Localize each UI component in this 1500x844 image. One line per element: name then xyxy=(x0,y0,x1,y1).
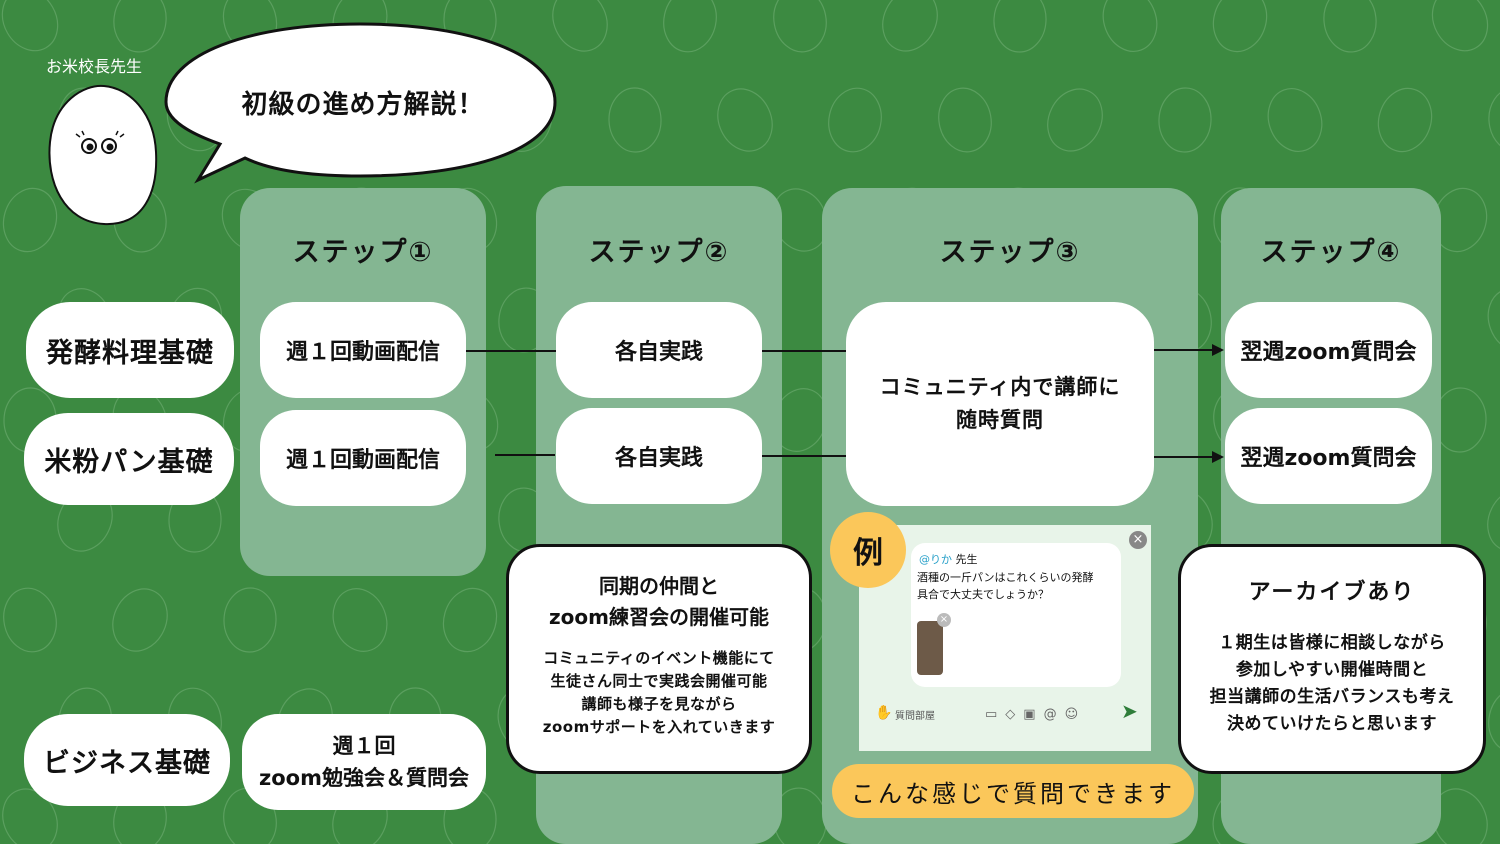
step4-note-body4: 決めていけたらと思います xyxy=(1227,714,1437,734)
mention-tag[interactable]: @りか xyxy=(919,553,952,566)
rice-outline-1 xyxy=(113,0,167,53)
connector-row1-a xyxy=(466,350,556,352)
example-caption: こんな感じで質問できます xyxy=(832,764,1194,818)
rice-outline-21 xyxy=(828,87,882,153)
send-icon[interactable]: ➤ xyxy=(1121,699,1138,723)
rice-outline-10 xyxy=(1102,0,1158,52)
close-icon[interactable]: × xyxy=(1129,531,1147,549)
rice-outline-13 xyxy=(1431,0,1489,52)
business-step1-zoom: 週１回 zoom勉強会＆質問会 xyxy=(242,714,486,810)
emoji-icon[interactable]: ☺ xyxy=(1064,707,1079,722)
rice-outline-85 xyxy=(112,588,168,652)
row1-step2-practice: 各自実践 xyxy=(556,302,762,398)
step4-note: アーカイブあり １期生は皆様に相談しながら 参加しやすい開催時間と 担当講師の生… xyxy=(1178,544,1486,774)
category-business: ビジネス基礎 xyxy=(24,714,230,806)
remove-photo-icon[interactable]: × xyxy=(937,613,951,627)
rice-outline-0 xyxy=(1,0,59,52)
business-line2: zoom勉強会＆質問会 xyxy=(259,766,469,790)
step2-note-title1: 同期の仲間と xyxy=(599,574,719,598)
rice-outline-27 xyxy=(1488,87,1500,153)
step4-title: ステップ④ xyxy=(1260,237,1402,268)
rice-outline-24 xyxy=(1158,87,1212,153)
connector-row2-a xyxy=(495,454,555,456)
step2-note-body4: zoomサポートを入れていきます xyxy=(542,718,776,736)
speech-bubble xyxy=(164,22,557,184)
rice-outline-12 xyxy=(1323,0,1377,53)
step3-line1: コミュニティ内で講師に xyxy=(879,375,1121,399)
example-chat-panel: @りか 先生 酒種の一斤パンはこれくらいの発酵 具合で大丈夫でしょうか？ × ×… xyxy=(859,525,1151,751)
category-fermentation: 発酵料理基礎 xyxy=(26,302,234,398)
step2-title: ステップ② xyxy=(588,237,730,268)
rice-outline-22 xyxy=(938,87,992,153)
rice-outline-9 xyxy=(993,0,1047,53)
rice-outline-87 xyxy=(332,588,388,652)
rice-outline-7 xyxy=(773,0,827,53)
step3-title: ステップ③ xyxy=(939,237,1081,268)
attached-photo xyxy=(917,621,943,675)
rice-outline-125 xyxy=(1432,788,1488,844)
step3-question-box: コミュニティ内で講師に 随時質問 xyxy=(846,302,1154,506)
rice-outline-19 xyxy=(608,87,662,153)
rice-outline-111 xyxy=(1488,687,1500,753)
image-icon[interactable]: ▣ xyxy=(1023,707,1036,722)
step2-note-body2: 生徒さん同士で実践会開催可能 xyxy=(550,672,768,690)
connector-row1-b xyxy=(762,350,848,352)
rice-outline-23 xyxy=(1047,88,1103,152)
rice-outline-20 xyxy=(717,88,773,152)
step2-note-body1: コミュニティのイベント機能にて xyxy=(543,649,775,667)
example-message-line1: 酒種の一斤パンはこれくらいの発酵 xyxy=(917,571,1094,584)
step2-note: 同期の仲間と zoom練習会の開催可能 コミュニティのイベント機能にて 生徒さん… xyxy=(506,544,812,774)
mascot-name: お米校長先生 xyxy=(46,57,143,76)
rice-outline-8 xyxy=(882,0,938,52)
sticker-icon[interactable]: ◇ xyxy=(1005,707,1016,722)
rice-outline-88 xyxy=(442,587,498,653)
row2-step1-video: 週１回動画配信 xyxy=(260,410,466,506)
business-line1: 週１回 xyxy=(332,734,396,758)
example-message-line2: 具合で大丈夫でしょうか？ xyxy=(917,588,1049,601)
step4-note-body2: 参加しやすい開催時間と xyxy=(1235,660,1429,680)
speech-text: 初級の進め方解説！ xyxy=(241,90,485,120)
row2-step2-practice: 各自実践 xyxy=(556,408,762,504)
step4-note-body3: 担当講師の生活バランスも考え xyxy=(1209,687,1455,707)
comment-icon[interactable]: ▭ xyxy=(985,707,998,722)
arrow-row1 xyxy=(1212,344,1224,356)
rice-outline-112 xyxy=(2,788,58,844)
at-icon[interactable]: @ xyxy=(1043,707,1057,722)
step3-line2: 随時質問 xyxy=(956,408,1044,432)
example-badge: 例 xyxy=(830,512,906,588)
connector-row2-b xyxy=(762,455,848,457)
rice-outline-28 xyxy=(2,187,58,253)
example-message-card: @りか 先生 酒種の一斤パンはこれくらいの発酵 具合で大丈夫でしょうか？ × xyxy=(911,543,1121,687)
connector-row1-c xyxy=(1154,349,1214,351)
category-rice-bread: 米粉パン基礎 xyxy=(24,413,234,505)
rice-outline-6 xyxy=(663,0,717,53)
rice-outline-86 xyxy=(223,587,277,653)
rice-outline-83 xyxy=(1487,488,1500,552)
row1-step4-zoom: 翌週zoom質問会 xyxy=(1225,302,1432,398)
rice-outline-26 xyxy=(1377,87,1433,153)
row2-step4-zoom: 翌週zoom質問会 xyxy=(1225,408,1432,504)
rice-outline-5 xyxy=(552,0,608,52)
step1-title: ステップ① xyxy=(292,237,434,268)
rice-outline-55 xyxy=(1487,288,1500,352)
step4-note-body1: １期生は皆様に相談しながら xyxy=(1218,633,1446,653)
room-icon: ✋ xyxy=(875,705,893,721)
connector-row2-c xyxy=(1154,456,1214,458)
step2-note-body3: 講師も様子を見ながら xyxy=(581,695,737,713)
rice-outline-11 xyxy=(1212,0,1268,53)
rice-mascot-icon xyxy=(48,84,158,226)
rice-outline-25 xyxy=(1267,88,1323,152)
step2-note-title2: zoom練習会の開催可能 xyxy=(549,605,769,629)
row1-step1-video: 週１回動画配信 xyxy=(260,302,466,398)
rice-outline-84 xyxy=(3,587,57,653)
arrow-row2 xyxy=(1212,451,1224,463)
teacher-suffix: 先生 xyxy=(952,553,978,566)
room-label: 質問部屋 xyxy=(895,711,935,722)
rice-outline-114 xyxy=(223,787,277,844)
step4-note-title: アーカイブあり xyxy=(1248,580,1416,605)
